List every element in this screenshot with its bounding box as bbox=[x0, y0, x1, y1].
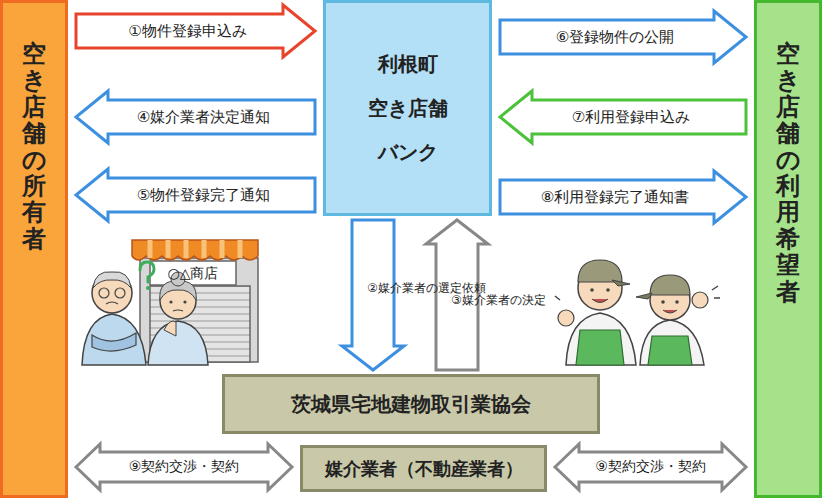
user-workers-illustration bbox=[555, 260, 720, 365]
arrow-label: ③媒介業者の決定 bbox=[451, 294, 463, 307]
diagram-box: 空き店舗の利用希望者 bbox=[754, 0, 822, 498]
diagram-box: 媒介業者（不動産業者） bbox=[300, 445, 547, 492]
block-arrow bbox=[342, 220, 404, 370]
arrow-label: ⑨契約交渉・契約 bbox=[595, 458, 706, 476]
arrow-label: ⑨契約交渉・契約 bbox=[129, 458, 240, 476]
block-arrow bbox=[426, 220, 488, 370]
arrow-label: ①物件登録申込み bbox=[128, 22, 246, 41]
block-arrow bbox=[555, 444, 746, 490]
arrow-label: ⑦利用登録申込み bbox=[572, 108, 690, 127]
arrow-label: ⑧利用登録完了通知書 bbox=[541, 188, 689, 207]
block-arrow bbox=[76, 444, 292, 490]
shop-sign-text: ○△商店 bbox=[152, 263, 234, 283]
box-text: 空き店舗の利用希望者 bbox=[776, 41, 800, 305]
arrow-label: ④媒介業者決定通知 bbox=[137, 108, 270, 127]
block-arrow bbox=[76, 169, 315, 221]
arrow-label: ⑤物件登録完了通知 bbox=[137, 186, 270, 205]
block-arrow bbox=[500, 171, 746, 223]
box-text: 利根町 空き店舗 バンク bbox=[365, 42, 451, 174]
diagram-box: 空き店舗の所有者 bbox=[0, 0, 68, 498]
diagram-box: 茨城県宅地建物取引業協会 bbox=[222, 374, 600, 434]
box-text: 媒介業者（不動産業者） bbox=[325, 457, 523, 481]
arrow-label: ⑥登録物件の公開 bbox=[556, 28, 674, 47]
block-arrow bbox=[76, 91, 315, 143]
block-arrow bbox=[500, 11, 746, 63]
diagram-box: 利根町 空き店舗 バンク bbox=[323, 0, 492, 216]
box-text: 茨城県宅地建物取引業協会 bbox=[291, 391, 531, 418]
block-arrow bbox=[76, 5, 315, 57]
block-arrow bbox=[500, 91, 746, 143]
box-text: 空き店舗の所有者 bbox=[22, 41, 46, 252]
arrow-label: ②媒介業者の選定依頼 bbox=[367, 282, 379, 295]
